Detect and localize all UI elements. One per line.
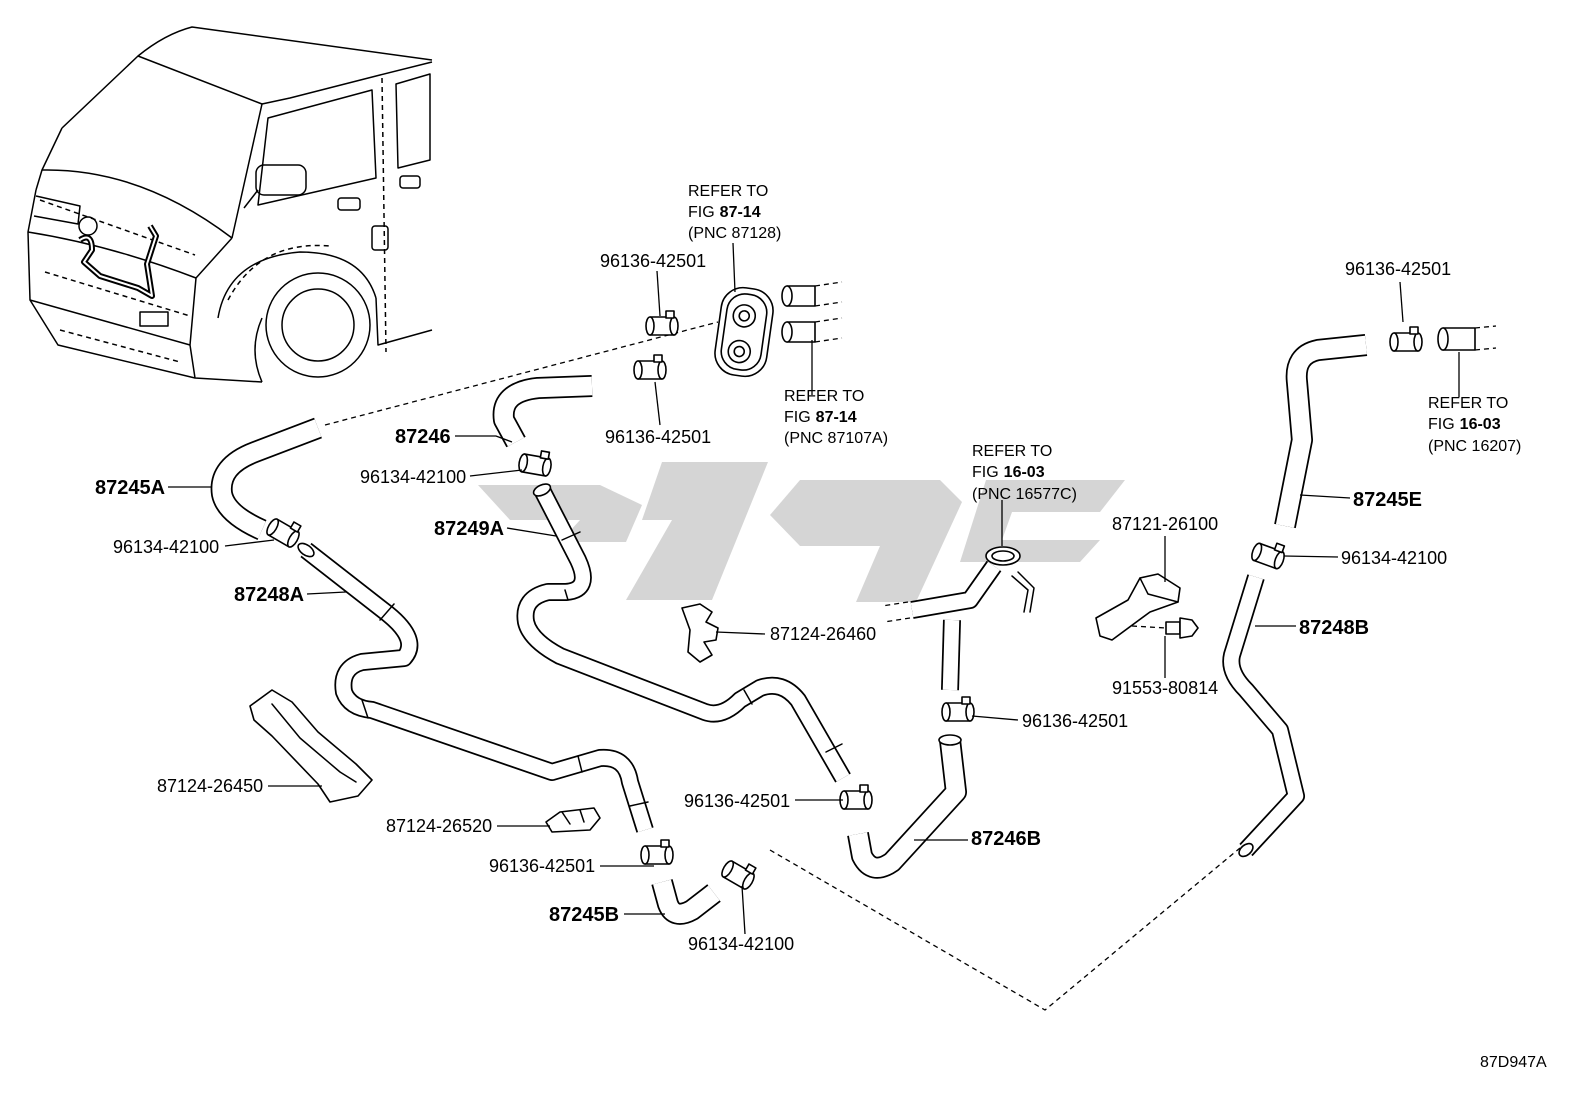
clip-87124-26520 [545, 807, 601, 833]
fig-number: 16-03 [1460, 416, 1501, 433]
hose-87249A [516, 483, 851, 783]
part-label: 96136-42501 [489, 856, 595, 876]
part-label: 96136-42501 [605, 427, 711, 447]
part-label: 87124-26460 [770, 624, 876, 644]
refer-pnc: (PNC 87128) [688, 225, 781, 242]
refer-note-pnc-87107a: REFER TO FIG 87-14 (PNC 87107A) [784, 388, 888, 447]
refer-fig: FIG 16-03 [1428, 416, 1501, 433]
heater-pipe-on-vehicle [78, 224, 159, 299]
refer-note-pnc-16577c: REFER TO FIG 16-03 (PNC 16577C) [972, 443, 1077, 503]
hose-label-87245a: 87245A [95, 477, 165, 499]
part-label: 96136-42501 [684, 791, 790, 811]
part-label: 96134-42100 [1341, 548, 1447, 568]
assembly-line-lower [769, 847, 1241, 1011]
hose-label-87248a: 87248A [234, 584, 304, 606]
bracket-87124-26450 [249, 689, 373, 803]
hose-87245A [210, 417, 322, 541]
connector-plate [714, 286, 774, 378]
refer-line: REFER TO [784, 388, 864, 405]
hose-87245E [1274, 334, 1368, 529]
refer-pnc: (PNC 16207) [1428, 438, 1521, 455]
fig-label: FIG [688, 204, 715, 221]
hose-label-87246b: 87246B [971, 828, 1041, 850]
part-label: 87124-26520 [386, 816, 492, 836]
refer-note-pnc-87128: REFER TO FIG 87-14 (PNC 87128) [688, 183, 781, 242]
fig-label: FIG [972, 464, 999, 481]
hose-label-87246: 87246 [395, 426, 451, 448]
refer-line: REFER TO [688, 183, 768, 200]
assembly-line-upper [324, 321, 719, 426]
part-label: 87121-26100 [1112, 514, 1218, 534]
bracket-87121-26100 [1095, 573, 1181, 641]
refer-fig: FIG 87-14 [784, 409, 857, 426]
water-outlet-fitting [881, 546, 1035, 691]
fig-number: 87-14 [720, 204, 761, 221]
hose-87248A [297, 542, 654, 833]
fig-number: 87-14 [816, 409, 857, 426]
hose-87246 [492, 375, 593, 448]
fig-label: FIG [1428, 416, 1455, 433]
refer-note-pnc-16207: REFER TO FIG 16-03 (PNC 16207) [1428, 395, 1521, 455]
part-label: 91553-80814 [1112, 678, 1218, 698]
refer-line: REFER TO [972, 443, 1052, 460]
hose-87245B [651, 879, 721, 925]
part-label: 96134-42100 [360, 467, 466, 487]
refer-line: REFER TO [1428, 395, 1508, 412]
refer-fig: FIG 87-14 [688, 204, 761, 221]
refer-pnc: (PNC 87107A) [784, 430, 888, 447]
part-label: 96136-42501 [1345, 259, 1451, 279]
part-label: 96136-42501 [1022, 711, 1128, 731]
bracket-87124-26460 [681, 603, 719, 663]
hose-87248B [1222, 574, 1305, 858]
hose-label-87245b: 87245B [549, 904, 619, 926]
diagram-code: 87D947A [1480, 1054, 1547, 1071]
van-illustration [27, 26, 433, 383]
fig-label: FIG [784, 409, 811, 426]
hose-label-87249a: 87249A [434, 518, 504, 540]
fig-number: 16-03 [1004, 464, 1045, 481]
part-label: 96136-42501 [600, 251, 706, 271]
heater-pipe-stubs [781, 281, 843, 343]
part-label: 87124-26450 [157, 776, 263, 796]
part-label: 96134-42100 [113, 537, 219, 557]
leader-lines [168, 242, 1460, 935]
hose-87246B [847, 734, 967, 879]
engine-pipe-stub [1437, 325, 1497, 351]
part-label: 96134-42100 [688, 934, 794, 954]
hose-label-87245e: 87245E [1353, 489, 1422, 511]
bolt-91553-80814 [1131, 617, 1199, 639]
refer-pnc: (PNC 16577C) [972, 486, 1077, 503]
hose-label-87248b: 87248B [1299, 617, 1369, 639]
refer-fig: FIG 16-03 [972, 464, 1045, 481]
